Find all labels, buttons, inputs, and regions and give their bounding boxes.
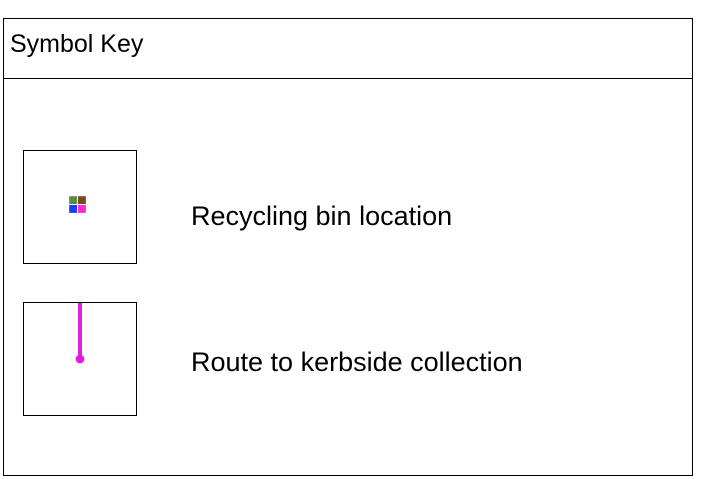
route-line-icon — [75, 303, 85, 364]
recycling-bin-label: Recycling bin location — [191, 201, 453, 231]
key-title: Symbol Key — [10, 30, 144, 58]
key-header: Symbol Key — [4, 19, 692, 79]
bin-square-brown — [78, 196, 86, 205]
route-swatch — [23, 302, 137, 416]
route-end-dot — [75, 354, 85, 364]
symbol-key-panel: Symbol Key Recycling bin location Route … — [3, 18, 693, 476]
recycling-bin-icon — [69, 196, 86, 213]
route-label: Route to kerbside collection — [191, 347, 523, 377]
recycling-bin-swatch — [23, 150, 137, 264]
bin-square-green — [69, 196, 78, 205]
bin-square-blue — [69, 205, 78, 213]
bin-square-magenta — [78, 205, 86, 213]
